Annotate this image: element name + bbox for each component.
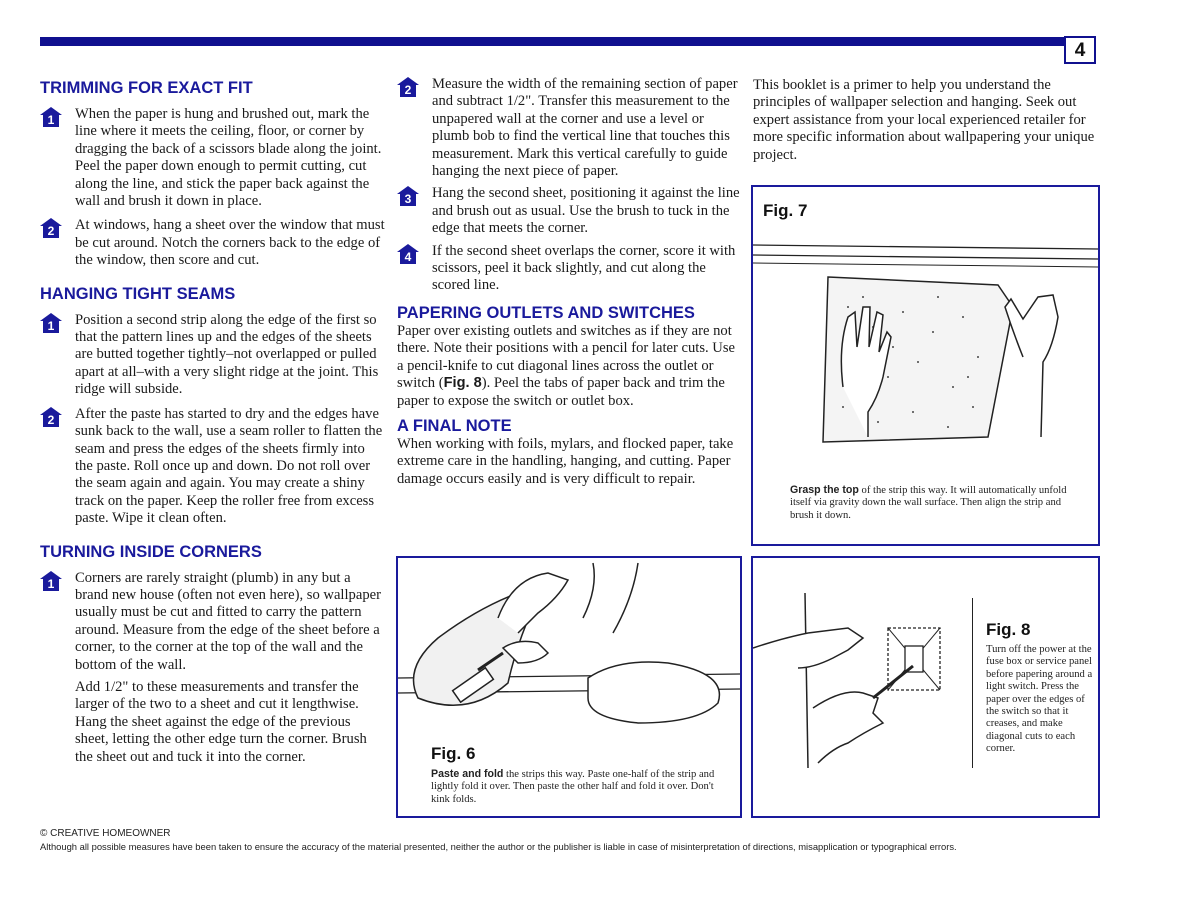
fig6-caption: Paste and fold the strips this way. Past… bbox=[431, 768, 715, 805]
right-column: This booklet is a primer to help you und… bbox=[753, 77, 1098, 164]
wall-corner-line bbox=[972, 598, 973, 768]
house-number-icon: 1 bbox=[40, 570, 62, 591]
fig8-illustration bbox=[753, 592, 941, 769]
house-number-icon: 3 bbox=[397, 186, 419, 207]
step-text: Corners are rarely straight (plumb) in a… bbox=[75, 569, 381, 673]
fig8-title: Fig. 8 bbox=[986, 620, 1031, 639]
corners-step-4: 4 If the second sheet overlaps the corne… bbox=[397, 243, 742, 295]
figure-6: Fig. 6 Paste and fold the strips this wa… bbox=[396, 556, 742, 818]
step-text: Position a second strip along the edge o… bbox=[75, 311, 379, 398]
house-number-icon: 1 bbox=[40, 107, 62, 127]
heading-seams: HANGING TIGHT SEAMS bbox=[40, 284, 236, 303]
svg-text:2: 2 bbox=[48, 413, 55, 427]
heading-outlets: PAPERING OUTLETS AND SWITCHES bbox=[397, 303, 695, 322]
booklet-intro: This booklet is a primer to help you und… bbox=[753, 77, 1095, 163]
fig7-caption: Grasp the top of the strip this way. It … bbox=[790, 484, 1067, 521]
fig8-caption: Turn off the power at the fuse box or se… bbox=[986, 644, 1093, 755]
final-note-text: When working with foils, mylars, and flo… bbox=[397, 435, 734, 487]
step-text: Measure the width of the remaining secti… bbox=[432, 76, 738, 180]
corners-step-3: 3 Hang the second sheet, positioning it … bbox=[397, 185, 742, 237]
trimming-step-1: 1 When the paper is hung and brushed out… bbox=[40, 106, 385, 210]
fig8-reference: Fig. 8 bbox=[443, 375, 482, 392]
svg-text:2: 2 bbox=[405, 83, 412, 97]
house-number-icon: 2 bbox=[40, 218, 62, 239]
step-text: At windows, hang a sheet over the window… bbox=[75, 217, 385, 269]
house-number-icon: 2 bbox=[40, 406, 62, 427]
page-number: 4 bbox=[1064, 36, 1096, 64]
svg-text:4: 4 bbox=[405, 250, 412, 264]
top-rule bbox=[40, 37, 1066, 46]
house-number-icon: 1 bbox=[40, 312, 62, 333]
corners-continuation: Add 1/2" to these measurements and trans… bbox=[75, 678, 367, 765]
heading-corners: TURNING INSIDE CORNERS bbox=[40, 542, 262, 561]
corners-step-1: 1 Corners are rarely straight (plumb) in… bbox=[40, 570, 385, 674]
fig7-illustration bbox=[753, 244, 1098, 443]
fig6-title: Fig. 6 bbox=[431, 744, 476, 763]
figure-8: Fig. 8 Turn off the power at the fuse bo… bbox=[751, 556, 1100, 818]
svg-text:1: 1 bbox=[48, 113, 55, 127]
fig7-title: Fig. 7 bbox=[763, 201, 808, 220]
step-text: Hang the second sheet, positioning it ag… bbox=[432, 185, 740, 237]
svg-text:1: 1 bbox=[48, 577, 55, 591]
house-number-icon: 2 bbox=[397, 77, 419, 97]
left-column: TRIMMING FOR EXACT FIT 1 When the paper … bbox=[40, 78, 385, 766]
copyright: © CREATIVE HOMEOWNER bbox=[40, 828, 171, 839]
fig6-illustration bbox=[398, 562, 740, 724]
outlets-text: Paper over existing outlets and switches… bbox=[397, 322, 735, 409]
svg-text:3: 3 bbox=[405, 192, 412, 206]
figure-7: Fig. 7 Grasp the top of the strip this w… bbox=[751, 185, 1100, 546]
heading-trimming: TRIMMING FOR EXACT FIT bbox=[40, 79, 253, 97]
seams-step-2: 2 After the paste has started to dry and… bbox=[40, 406, 385, 528]
disclaimer: Although all possible measures have been… bbox=[40, 841, 957, 852]
middle-column: 2 Measure the width of the remaining sec… bbox=[397, 76, 742, 488]
heading-final-note: A FINAL NOTE bbox=[397, 416, 512, 435]
house-number-icon: 4 bbox=[397, 243, 419, 264]
svg-text:2: 2 bbox=[48, 224, 55, 238]
step-text: If the second sheet overlaps the corner,… bbox=[432, 242, 736, 294]
svg-text:1: 1 bbox=[48, 319, 55, 333]
seams-step-1: 1 Position a second strip along the edge… bbox=[40, 312, 385, 399]
trimming-step-2: 2 At windows, hang a sheet over the wind… bbox=[40, 217, 385, 269]
corners-step-2: 2 Measure the width of the remaining sec… bbox=[397, 76, 742, 180]
step-text: When the paper is hung and brushed out, … bbox=[75, 106, 382, 210]
step-text: After the paste has started to dry and t… bbox=[75, 405, 383, 527]
